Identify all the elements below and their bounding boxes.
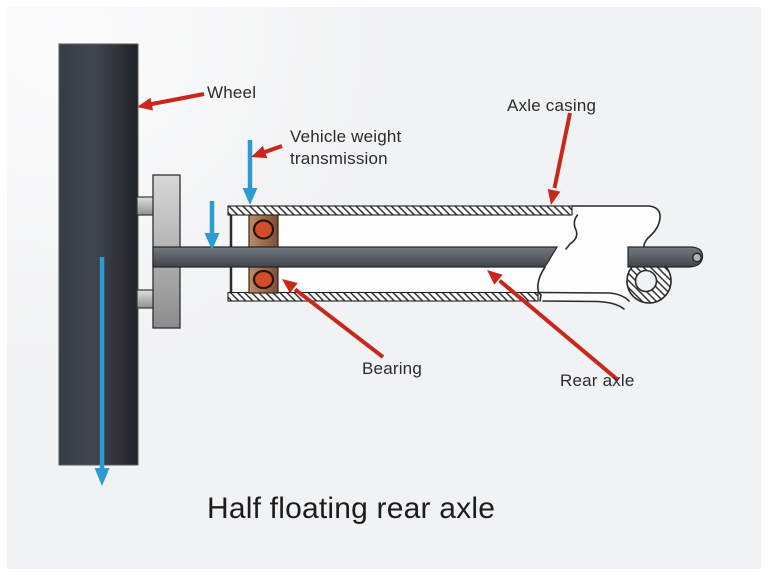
weight-arrow-casing [242, 140, 258, 205]
pointer-arrow-axle-casing [547, 112, 572, 205]
label-axle-casing: Axle casing [507, 96, 597, 115]
axle-shaft-tip-detail [691, 252, 703, 263]
label-bearing: Bearing [362, 359, 422, 378]
axle-casing-top-wall [227, 205, 573, 216]
bearing [248, 214, 279, 294]
casing-break-edges [537, 205, 661, 310]
axle-shaft [152, 246, 559, 268]
wheel [58, 43, 139, 466]
wheel-hub-bracket-lower [136, 289, 155, 309]
label-wheel: Wheel [207, 83, 257, 102]
weight-arrow-wheel [94, 257, 110, 486]
pointer-arrow-bearing [282, 279, 385, 359]
label-vehicle-weight-line2: transmission [290, 149, 388, 168]
bearing-roller-lower [252, 269, 275, 290]
slide-title: Half floating rear axle [207, 492, 496, 525]
axle-shaft-end [627, 246, 704, 268]
wheel-hub-bracket-upper [136, 196, 155, 216]
bearing-roller-upper [252, 219, 275, 240]
pointer-arrow-rear-axle [487, 270, 620, 382]
label-vehicle-weight-transmission: Vehicle weight transmission [290, 126, 401, 170]
weight-arrow-hub [204, 201, 220, 250]
axle-casing-bottom-wall [227, 291, 539, 302]
pointer-arrow-wheel [137, 92, 205, 111]
pointer-arrow-vehicle-weight [251, 144, 283, 159]
label-vehicle-weight-line1: Vehicle weight [290, 127, 402, 146]
curl-hatched-ring [627, 259, 671, 303]
label-rear-axle: Rear axle [560, 371, 635, 390]
